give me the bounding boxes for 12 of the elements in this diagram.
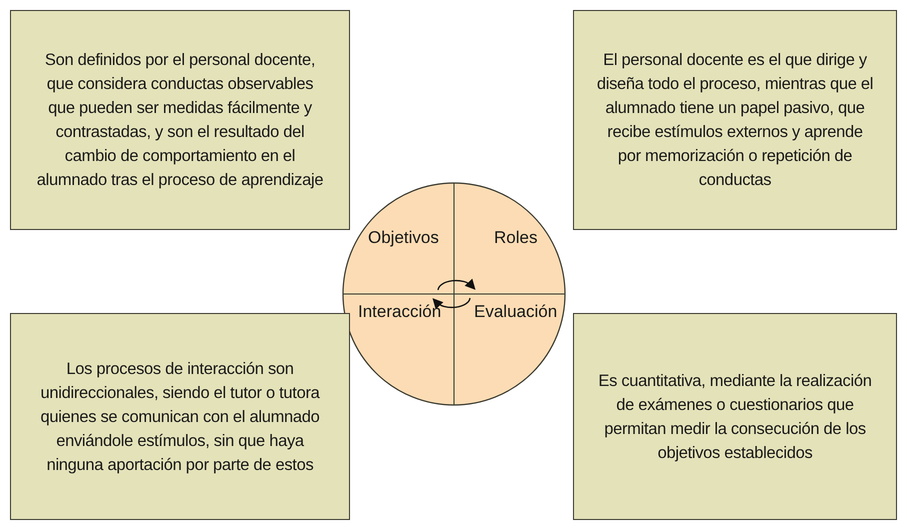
text-box: [10, 313, 350, 520]
quadrant-label: Interacción: [358, 302, 442, 322]
text-box: [573, 10, 897, 230]
description-text: El personal docente es el que dirige y diseña todo el proceso, mientras que el alumnado tiene un papel pasivo, que recibe estímulos externos y aprende por memorización o repetición de conductas: [596, 50, 874, 191]
text-box: [573, 313, 897, 520]
text-box: [10, 10, 350, 230]
quadrant-label: Evaluación: [474, 302, 558, 322]
quadrant-label: Objetivos: [368, 228, 439, 248]
description-text: Los procesos de interacción son unidireccionales, siendo el tutor o tutora quienes se comunican con el alumnado enviándole estímulos, sin que haya ninguna aportación por parte de estos: [39, 358, 321, 476]
quadrant-label: Roles: [494, 228, 538, 248]
description-text: Son definidos por el personal docente, que considera conductas observables que pueden ser medidas fácilmente y contrastadas, y son el resultado del cambio de comportamiento en el alumnado tras el proceso de aprendizaje: [36, 50, 324, 191]
description-text: Es cuantitativa, mediante la realización de exámenes o cuestionarios que permitan medir la consecución de los objetivos establecidos: [597, 370, 873, 464]
